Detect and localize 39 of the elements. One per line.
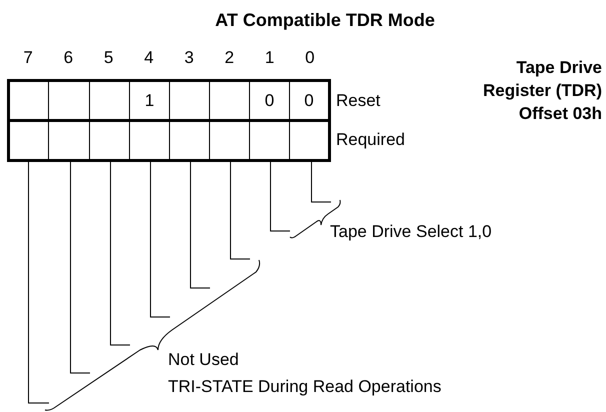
leader-line <box>270 162 290 232</box>
register-cell: 0 <box>250 79 290 119</box>
leader-line <box>110 162 130 346</box>
leader-line <box>150 162 170 318</box>
register-cell <box>130 119 170 162</box>
description-text: TRI-STATE During Read Operations <box>168 376 442 398</box>
bit-number: 4 <box>143 48 155 68</box>
register-cell: 1 <box>130 79 170 119</box>
leader-line <box>311 162 332 202</box>
bit-number: 1 <box>264 48 276 68</box>
bit-number: 6 <box>62 48 74 68</box>
bit-number: 7 <box>22 48 34 68</box>
register-cell <box>49 79 90 119</box>
bit-number: 3 <box>183 48 195 68</box>
register-cell <box>90 119 130 162</box>
register-cell <box>7 119 49 162</box>
register-cell <box>49 119 90 162</box>
row-label: Reset <box>336 91 380 111</box>
leader-line <box>28 162 50 404</box>
register-name: Tape Drive Register (TDR) Offset 03h <box>482 57 602 125</box>
register-cell <box>290 119 331 162</box>
register-cell <box>250 119 290 162</box>
bit-number: 5 <box>102 48 114 68</box>
leader-line <box>230 162 250 260</box>
register-cell: 0 <box>290 79 331 119</box>
register-cell <box>210 119 250 162</box>
description-text: Tape Drive Select 1,0 <box>330 221 493 243</box>
bit-number: 2 <box>224 48 236 68</box>
description-text: Not Used <box>168 349 240 371</box>
leader-line <box>70 162 90 374</box>
register-cell <box>170 79 210 119</box>
leader-line <box>190 162 210 288</box>
bit-number: 0 <box>304 48 316 68</box>
row-label: Required <box>336 130 405 150</box>
register-cell <box>210 79 250 119</box>
diagram-title: AT Compatible TDR Mode <box>214 10 436 31</box>
register-cell <box>170 119 210 162</box>
register-cell <box>7 79 49 119</box>
register-cell <box>90 79 130 119</box>
